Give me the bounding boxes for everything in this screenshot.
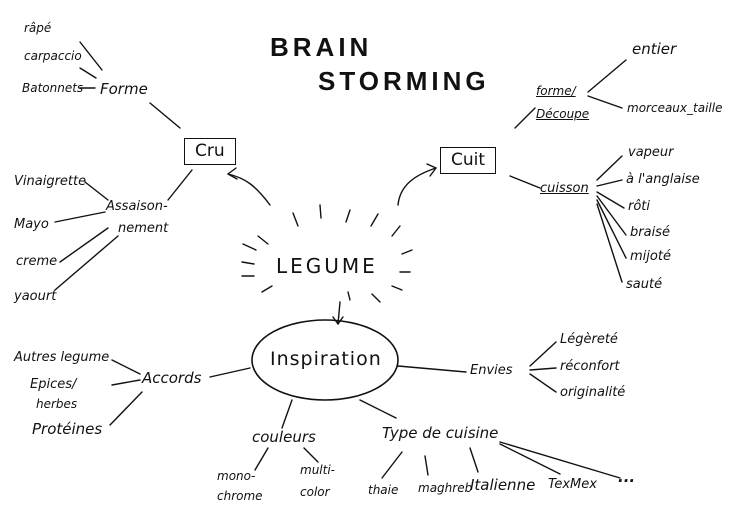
center-topic: LEGUME <box>276 254 378 278</box>
cru-assaisonnement-label-2: nement <box>118 221 169 236</box>
cuit-cuisson-label: cuisson <box>540 181 589 196</box>
couleurs-item-1: mono- <box>217 469 256 483</box>
cuit-cuisson-item-5: mijoté <box>630 249 671 264</box>
accords-label: Accords <box>142 369 202 387</box>
cru-box: Cru <box>184 138 236 165</box>
envies-item-1: Légèreté <box>560 332 618 347</box>
cru-assaisonnement-label-1: Assaison- <box>106 199 168 214</box>
types-item-1: thaie <box>368 483 399 497</box>
accords-item-3: herbes <box>36 397 78 411</box>
cru-forme-item-3: Batonnets <box>22 81 84 95</box>
cuit-forme-label-2: Découpe <box>536 107 590 121</box>
types-item-5: ... <box>618 468 636 486</box>
cuit-forme-item-1: entier <box>632 40 677 58</box>
cuit-cuisson-item-1: vapeur <box>628 145 674 160</box>
envies-item-3: originalité <box>560 385 626 400</box>
couleurs-label: couleurs <box>252 428 316 446</box>
cru-assaisonnement-item-4: yaourt <box>14 289 57 304</box>
cru-assaisonnement-item-3: creme <box>16 254 58 269</box>
types-label: Type de cuisine <box>382 424 499 442</box>
cuit-cuisson-item-6: sauté <box>626 277 663 292</box>
accords-item-2: Epices/ <box>30 377 77 392</box>
cuit-box: Cuit <box>440 147 497 174</box>
types-item-2: maghreb <box>418 481 473 495</box>
cuit-forme-label-1: forme/ <box>536 84 576 98</box>
envies-label: Envies <box>470 363 513 378</box>
cuit-forme-item-2: morceaux_taille <box>627 101 723 115</box>
envies-branches <box>397 341 557 393</box>
cuit-cuisson-item-4: braisé <box>630 225 670 240</box>
lower-branches <box>254 399 621 479</box>
cru-branches <box>54 41 193 291</box>
couleurs-item-2: chrome <box>217 489 263 503</box>
cru-assaisonnement-item-2: Mayo <box>14 217 49 232</box>
cuit-cuisson-item-2: à l'anglaise <box>626 172 700 187</box>
couleurs-item-3: multi- <box>300 463 335 477</box>
cuit-cuisson-item-3: rôti <box>628 199 651 214</box>
accords-branches <box>109 359 251 426</box>
couleurs-item-4: color <box>300 485 330 499</box>
accords-item-1: Autres legume <box>14 350 110 365</box>
cru-forme-label: Forme <box>100 80 148 98</box>
title-line-2: STORMING <box>318 66 490 96</box>
legume-rays <box>241 204 413 303</box>
title-line-1: BRAIN <box>270 32 373 62</box>
envies-item-2: réconfort <box>560 359 620 374</box>
inspiration-ellipse <box>251 319 399 401</box>
inspiration-label: Inspiration <box>270 348 382 370</box>
cru-forme-item-2: carpaccio <box>24 49 82 63</box>
types-item-4: TexMex <box>548 477 597 492</box>
types-item-3: Italienne <box>470 476 536 494</box>
cru-assaisonnement-item-1: Vinaigrette <box>14 174 87 189</box>
accords-item-4: Protéines <box>32 420 103 438</box>
cru-forme-item-1: râpé <box>24 21 52 35</box>
cuit-branches <box>509 59 627 283</box>
main-arrows <box>227 163 437 325</box>
